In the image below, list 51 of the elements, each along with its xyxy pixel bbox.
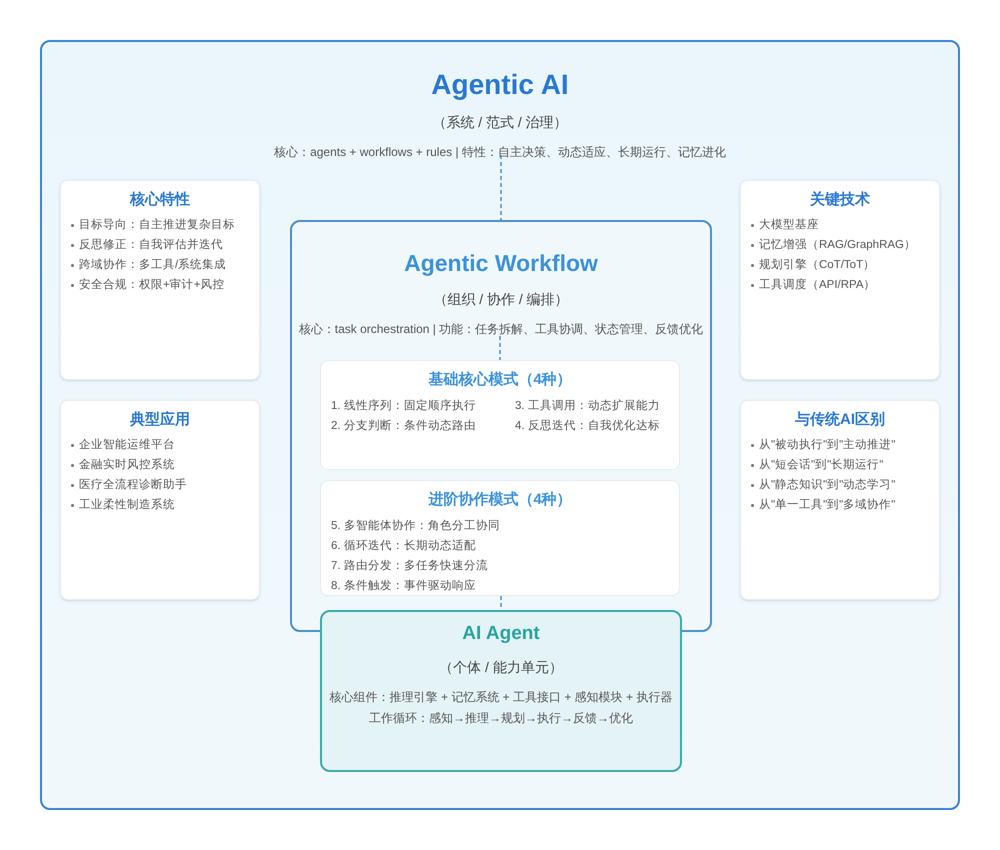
section-heading: 基础核心模式（4种） bbox=[427, 370, 573, 390]
list-item: 4. 反思迭代：自我优化达标 bbox=[515, 418, 661, 434]
card-heading: 典型应用 bbox=[129, 410, 191, 430]
list-item: 6. 循环迭代：长期动态适配 bbox=[331, 538, 477, 554]
list-item: 安全合规：权限+审计+风控 bbox=[79, 277, 224, 293]
list-item: 跨域协作：多工具/系统集成 bbox=[79, 257, 226, 273]
list-item: 5. 多智能体协作：角色分工协同 bbox=[331, 518, 501, 534]
title: AI Agent bbox=[462, 622, 540, 646]
list-item: 大模型基座 bbox=[759, 218, 819, 233]
section-heading: 进阶协作模式（4种） bbox=[427, 490, 573, 510]
outer-panel bbox=[40, 40, 960, 810]
list-item: 企业智能运维平台 bbox=[79, 438, 175, 453]
dashed-connector bbox=[500, 596, 502, 610]
list-item: 从"静态知识"到"动态学习" bbox=[759, 478, 896, 493]
card-heading: 关键技术 bbox=[808, 190, 871, 210]
description-text: 核心组件：推理引擎 + 记忆系统 + 工具接口 + 感知模块 + 执行器 bbox=[330, 688, 672, 706]
info-card bbox=[740, 180, 940, 380]
list-item: 工具调度（API/RPA） bbox=[759, 278, 876, 293]
list-item: 规划引擎（CoT/ToT） bbox=[759, 258, 876, 273]
info-card bbox=[740, 400, 940, 600]
list-item: 2. 分支判断：条件动态路由 bbox=[331, 418, 477, 434]
dashed-connector bbox=[500, 155, 502, 220]
list-item: 7. 路由分发：多任务快速分流 bbox=[331, 558, 489, 574]
agent-box bbox=[320, 610, 682, 772]
list-item: 8. 条件触发：事件驱动响应 bbox=[331, 578, 477, 594]
card-heading: 与传统AI区别 bbox=[794, 410, 886, 430]
list-item: 工业柔性制造系统 bbox=[79, 497, 175, 513]
list-item: 从"单一工具"到"多域协作" bbox=[759, 498, 896, 513]
pattern-card bbox=[320, 480, 680, 596]
card-heading: 核心特性 bbox=[128, 190, 191, 210]
list-item: 记忆增强（RAG/GraphRAG） bbox=[759, 238, 916, 253]
dashed-connector bbox=[499, 336, 501, 360]
pattern-card bbox=[320, 360, 680, 470]
title: Agentic Workflow bbox=[404, 249, 598, 278]
description-text: 核心：task orchestration | 功能：任务拆解、工具协调、状态管理、反馈优化 bbox=[298, 320, 704, 338]
list-item: 从"被动执行"到"主动推进" bbox=[759, 437, 896, 453]
info-card bbox=[60, 180, 260, 380]
description-text: 工作循环：感知→推理→规划→执行→反馈→优化 bbox=[369, 710, 633, 726]
list-item: 目标导向：自主推进复杂目标 bbox=[79, 217, 235, 233]
list-item: 医疗全流程诊断助手 bbox=[79, 477, 187, 493]
list-item: 金融实时风控系统 bbox=[79, 457, 175, 473]
subtitle: （系统 / 范式 / 治理） bbox=[432, 113, 568, 132]
description-text: 核心：agents + workflows + rules | 特性：自主决策、动态适应、长期运行、记忆进化 bbox=[274, 144, 726, 161]
title: Agentic AI bbox=[431, 68, 569, 102]
list-item: 3. 工具调用：动态扩展能力 bbox=[515, 398, 661, 414]
list-item: 反思修正：自我评估并迭代 bbox=[79, 238, 223, 253]
info-card bbox=[60, 400, 260, 600]
list-item: 1. 线性序列：固定顺序执行 bbox=[331, 398, 477, 414]
list-item: 从"短会话"到"长期运行" bbox=[759, 458, 884, 473]
subtitle: （组织 / 协作 / 编排） bbox=[433, 290, 569, 308]
subtitle: （个体 / 能力单元） bbox=[439, 658, 563, 676]
